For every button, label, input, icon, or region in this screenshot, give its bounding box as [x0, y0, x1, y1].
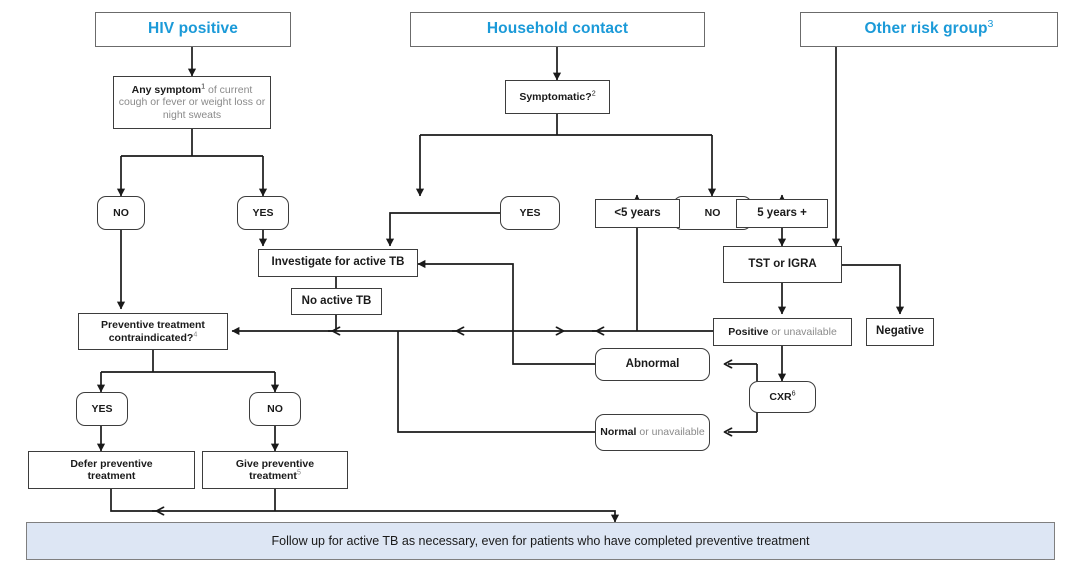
- node-symptomatic-text: Symptomatic?: [519, 90, 592, 103]
- node-positive-label: Positive or unavailable: [724, 326, 841, 338]
- node-under-5-years-label: <5 years: [614, 206, 661, 219]
- node-normal-bold: Normal: [600, 426, 637, 439]
- node-hh-yes[interactable]: YES: [500, 196, 560, 230]
- node-tst-or-igra-label: TST or IGRA: [748, 257, 817, 270]
- node-cxr-label: CXR6: [765, 389, 799, 403]
- node-positive-bold: Positive: [728, 325, 769, 338]
- node-give-label: Give preventive treatment5: [232, 458, 318, 483]
- node-hiv-positive-label: HIV positive: [148, 20, 238, 38]
- footnote-ref-6: 6: [791, 389, 796, 398]
- node-ci-no[interactable]: NO: [249, 392, 301, 426]
- node-abnormal[interactable]: Abnormal: [595, 348, 710, 381]
- node-household-contact-label: Household contact: [486, 20, 629, 38]
- node-positive-or-unavailable[interactable]: Positive or unavailable: [713, 318, 852, 346]
- node-give-line2: treatment: [249, 470, 297, 482]
- node-symptomatic[interactable]: Symptomatic?2: [505, 80, 610, 114]
- node-ci-no-label: NO: [267, 402, 283, 415]
- node-hh-yes-label: YES: [519, 206, 541, 219]
- node-hiv-yes-label: YES: [252, 206, 274, 219]
- followup-banner[interactable]: Follow up for active TB as necessary, ev…: [26, 522, 1055, 560]
- node-give-preventive-treatment[interactable]: Give preventive treatment5: [202, 451, 348, 489]
- node-negative[interactable]: Negative: [866, 318, 934, 346]
- node-cxr[interactable]: CXR6: [749, 381, 816, 413]
- node-other-risk-group-text: Other risk group: [864, 20, 988, 38]
- node-give-line1: Give preventive: [235, 457, 315, 470]
- node-contraindicated-label: Preventive treatment contraindicated?4: [97, 319, 209, 344]
- node-other-risk-group[interactable]: Other risk group3: [800, 12, 1058, 47]
- node-contraindicated-line2: contraindicated?: [108, 331, 194, 344]
- node-5-years-plus[interactable]: 5 years +: [736, 199, 828, 228]
- node-hiv-no-label: NO: [113, 206, 129, 219]
- node-preventive-contraindicated[interactable]: Preventive treatment contraindicated?4: [78, 313, 228, 350]
- node-hiv-positive[interactable]: HIV positive: [95, 12, 291, 47]
- node-no-active-tb[interactable]: No active TB: [291, 288, 382, 315]
- node-household-contact[interactable]: Household contact: [410, 12, 705, 47]
- node-negative-label: Negative: [876, 325, 924, 338]
- node-defer-label: Defer preventive treatment: [66, 458, 156, 483]
- node-defer-preventive-treatment[interactable]: Defer preventive treatment: [28, 451, 195, 489]
- node-5-years-plus-label: 5 years +: [757, 206, 807, 219]
- node-normal-label: Normal or unavailable: [596, 426, 708, 438]
- node-any-symptom-rest: of current cough or fever or weight loss…: [118, 83, 266, 121]
- node-hh-no-label: NO: [704, 206, 721, 219]
- node-ci-yes[interactable]: YES: [76, 392, 128, 426]
- node-no-active-tb-label: No active TB: [301, 294, 372, 307]
- node-defer-line2: treatment: [87, 470, 136, 482]
- node-under-5-years[interactable]: <5 years: [595, 199, 680, 228]
- node-any-symptom[interactable]: Any symptom1 of current cough or fever o…: [113, 76, 271, 129]
- node-contraindicated-line1: Preventive treatment: [101, 319, 205, 332]
- node-positive-rest: or unavailable: [768, 325, 837, 338]
- footnote-ref-1: 1: [201, 82, 206, 91]
- footnote-ref-4: 4: [193, 330, 198, 338]
- node-any-symptom-bold: Any symptom: [131, 83, 202, 96]
- node-normal-or-unavailable[interactable]: Normal or unavailable: [595, 414, 710, 451]
- node-investigate-active-tb[interactable]: Investigate for active TB: [258, 249, 418, 277]
- node-symptomatic-label: Symptomatic?2: [515, 89, 599, 103]
- node-normal-rest: or unavailable: [636, 426, 705, 439]
- node-abnormal-label: Abnormal: [625, 357, 680, 370]
- node-hiv-yes[interactable]: YES: [237, 196, 289, 230]
- node-defer-line1: Defer preventive: [70, 457, 153, 470]
- node-other-risk-group-label: Other risk group3: [860, 18, 997, 38]
- footnote-ref-2: 2: [591, 89, 596, 98]
- node-cxr-text: CXR: [769, 390, 792, 403]
- node-investigate-label: Investigate for active TB: [271, 256, 405, 269]
- footnote-ref-3: 3: [987, 18, 994, 31]
- node-tst-or-igra[interactable]: TST or IGRA: [723, 246, 842, 283]
- node-ci-yes-label: YES: [91, 402, 113, 415]
- node-any-symptom-label: Any symptom1 of current cough or fever o…: [114, 82, 270, 121]
- followup-banner-label: Follow up for active TB as necessary, ev…: [271, 534, 810, 548]
- node-hiv-no[interactable]: NO: [97, 196, 145, 230]
- footnote-ref-5: 5: [296, 468, 301, 477]
